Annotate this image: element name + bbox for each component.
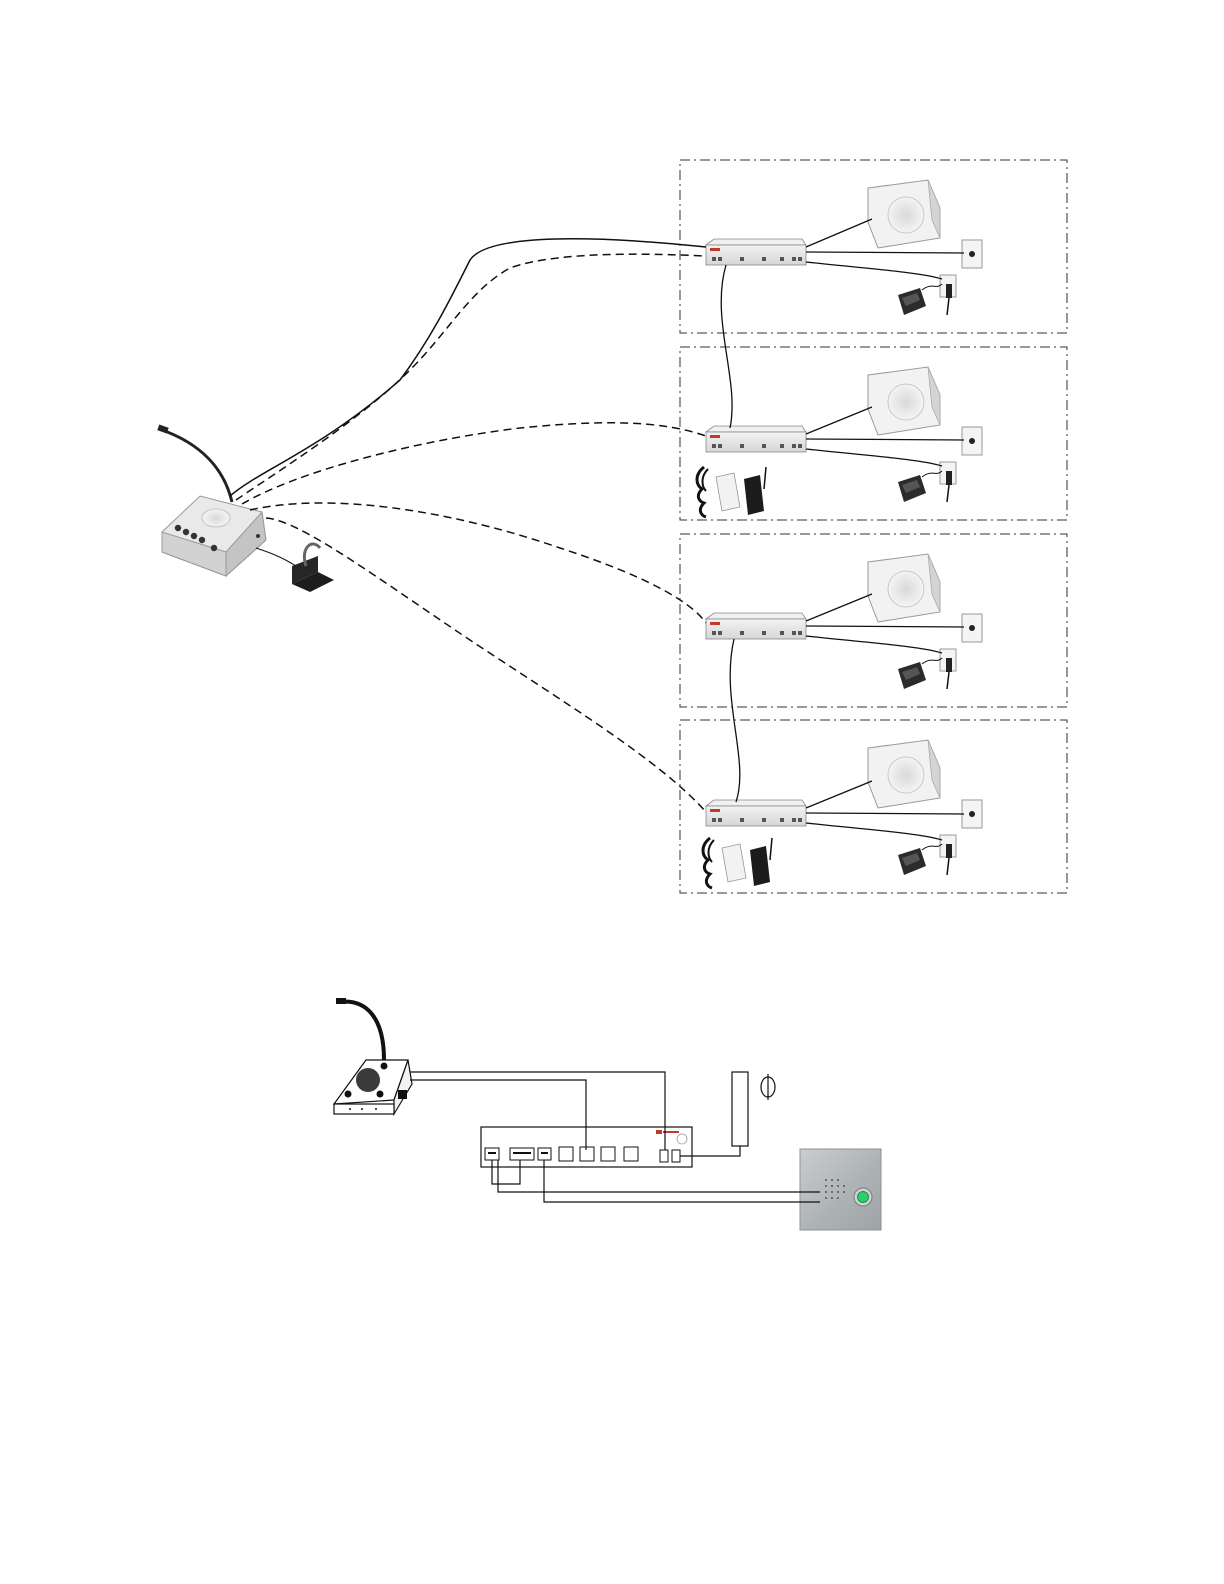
zone-3-interface-box	[706, 613, 806, 639]
stainless-door-station	[800, 1149, 881, 1230]
gooseneck-microphone-icon	[162, 430, 232, 502]
zone-2-devices	[868, 367, 982, 502]
zone-1-interface-box	[706, 239, 806, 265]
ac-symbol-icon	[761, 1074, 775, 1100]
zone-4-interface-box	[706, 800, 806, 826]
master-station	[157, 424, 266, 576]
cable-zone-1-solid	[230, 239, 706, 496]
master-cables	[230, 239, 706, 812]
cable-zone-4-dashed	[266, 518, 706, 812]
power-supply-unit	[732, 1072, 748, 1146]
cable-zone-1-dashed	[236, 254, 706, 500]
zone-3-devices	[868, 554, 982, 689]
wireless-headset-base-icon	[256, 544, 334, 592]
zone-1-devices	[868, 180, 982, 315]
zone-4-devices	[868, 740, 982, 875]
desktop-master-station	[334, 998, 412, 1114]
zone-4-power-supply	[703, 838, 772, 888]
cable-zone-2-dashed	[242, 423, 706, 504]
zone-2-interface-box	[706, 426, 806, 452]
cable-zone-3-dashed	[250, 503, 706, 623]
gooseneck-microphone-icon	[338, 1002, 384, 1060]
speaker-icon	[356, 1068, 380, 1092]
call-button-icon	[854, 1188, 872, 1206]
zone-2-power-supply	[697, 467, 766, 517]
